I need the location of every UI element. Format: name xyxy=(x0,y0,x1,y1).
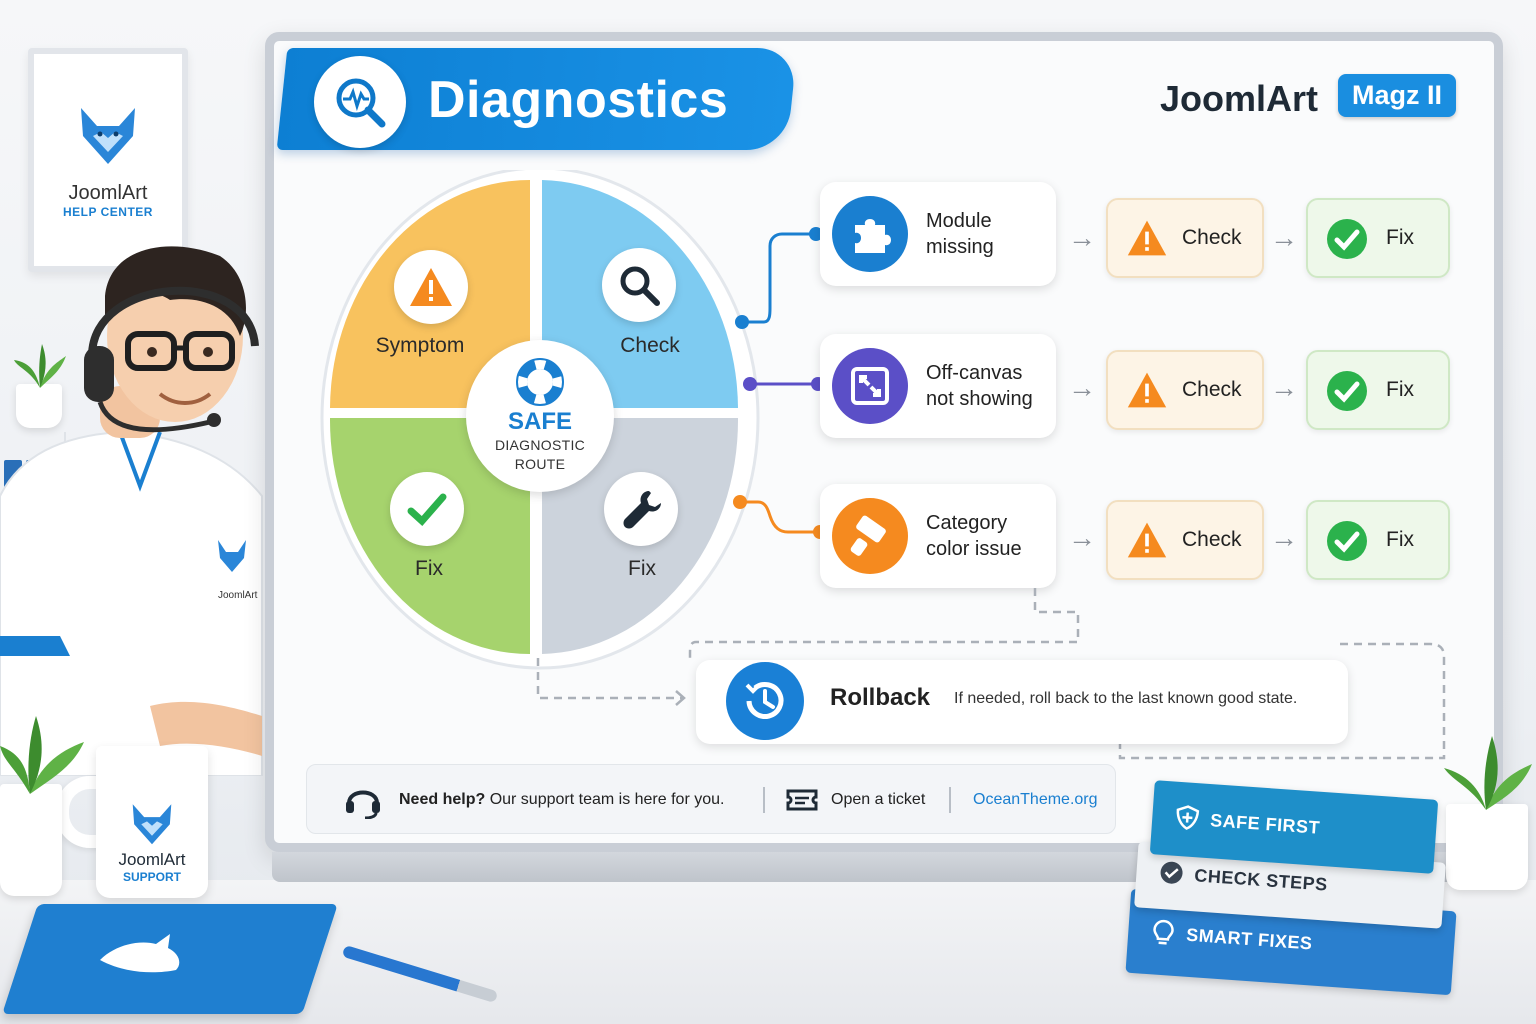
divider xyxy=(949,787,951,813)
checkmark-icon-badge xyxy=(390,472,464,546)
fix-label: Fix xyxy=(1386,378,1414,402)
headset-icon xyxy=(343,781,383,819)
support-mug: JoomlArt SUPPORT xyxy=(96,746,208,898)
book-label: SMART FIXES xyxy=(1185,925,1313,955)
wrench-icon xyxy=(619,487,663,531)
expand-icon xyxy=(847,363,893,409)
history-icon xyxy=(739,675,791,727)
arrow-right-icon: → xyxy=(1068,222,1096,254)
rollback-title: Rollback xyxy=(830,684,930,712)
check-circle-icon xyxy=(1326,370,1368,412)
checkmark-icon xyxy=(405,489,449,529)
arrow-right-icon: → xyxy=(1270,222,1298,254)
plant-icon xyxy=(1440,732,1536,812)
fix-step-card[interactable]: Fix xyxy=(1306,350,1450,430)
search-icon-badge xyxy=(602,248,676,322)
site-link[interactable]: OceanTheme.org xyxy=(973,791,1098,809)
center-line2: ROUTE xyxy=(515,455,566,474)
center-line1: DIAGNOSTIC xyxy=(495,436,585,455)
center-title: SAFE xyxy=(508,408,572,436)
history-icon-badge xyxy=(726,662,804,740)
center-disc: SAFE DIAGNOSTIC ROUTE xyxy=(466,340,614,492)
arrow-right-icon: → xyxy=(1068,522,1096,554)
help-bar: Need help? Our support team is here for … xyxy=(306,764,1116,834)
puzzle-icon xyxy=(847,211,893,257)
warning-icon xyxy=(1126,370,1168,410)
ticket-icon xyxy=(785,787,819,813)
book-label: CHECK STEPS xyxy=(1194,865,1329,895)
book-label: SAFE FIRST xyxy=(1210,810,1321,839)
quadrant-label-fix-right: Fix xyxy=(582,557,702,581)
fox-logo-icon xyxy=(96,930,186,980)
poster-subtitle: HELP CENTER xyxy=(63,205,153,219)
quadrant-label-symptom: Symptom xyxy=(360,334,480,358)
plant-pot-right xyxy=(1446,804,1528,890)
check-circle-icon xyxy=(1158,859,1186,887)
brand-name: JoomlArt xyxy=(1160,78,1318,120)
lifebuoy-icon xyxy=(516,358,564,406)
mug-brand: JoomlArt xyxy=(118,850,185,870)
title-icon-badge xyxy=(314,56,406,148)
check-step-card[interactable]: Check xyxy=(1106,500,1264,580)
help-text: Need help? Our support team is here for … xyxy=(399,791,724,809)
fix-label: Fix xyxy=(1386,226,1414,250)
plant-icon xyxy=(0,706,90,796)
arrow-right-icon: → xyxy=(1270,372,1298,404)
shield-icon xyxy=(1174,804,1202,832)
check-label: Check xyxy=(1182,528,1242,552)
fix-step-card[interactable]: Fix xyxy=(1306,198,1450,278)
check-step-card[interactable]: Check xyxy=(1106,350,1264,430)
plant-pot-front xyxy=(0,784,62,896)
warning-icon xyxy=(408,266,454,308)
shirt-brand: JoomlArt xyxy=(218,590,258,601)
arrow-right-icon: → xyxy=(1068,372,1096,404)
rollback-card[interactable]: Rollback If needed, roll back to the las… xyxy=(696,660,1348,744)
page-title: Diagnostics xyxy=(428,70,728,130)
magnifier-pulse-icon xyxy=(332,74,388,130)
arrow-right-icon: → xyxy=(1270,522,1298,554)
check-label: Check xyxy=(1182,226,1242,250)
warning-icon xyxy=(1126,520,1168,560)
check-step-card[interactable]: Check xyxy=(1106,198,1264,278)
rollback-description: If needed, roll back to the last known g… xyxy=(954,690,1297,708)
search-icon xyxy=(617,263,661,307)
issue-icon-badge xyxy=(832,348,908,424)
divider xyxy=(763,787,765,813)
open-ticket-link[interactable]: Open a ticket xyxy=(831,791,925,809)
check-circle-icon xyxy=(1326,520,1368,562)
quadrant-label-fix-left: Fix xyxy=(369,557,489,581)
warning-icon-badge xyxy=(394,250,468,324)
check-label: Check xyxy=(1182,378,1242,402)
paint-icon xyxy=(847,513,893,559)
support-agent-illustration: JoomlArt xyxy=(0,236,270,776)
brand-badge: Magz II xyxy=(1338,74,1456,117)
fox-logo-icon xyxy=(73,102,143,172)
warning-icon xyxy=(1126,218,1168,258)
issue-icon-badge xyxy=(832,196,908,272)
fox-logo-icon xyxy=(127,800,177,850)
mug-subtitle: SUPPORT xyxy=(123,870,181,884)
quadrant-label-check: Check xyxy=(590,334,710,358)
wrench-icon-badge xyxy=(604,472,678,546)
fix-label: Fix xyxy=(1386,528,1414,552)
poster-brand: JoomlArt xyxy=(69,182,148,205)
lightbulb-icon xyxy=(1150,918,1178,946)
fix-step-card[interactable]: Fix xyxy=(1306,500,1450,580)
issue-icon-badge xyxy=(832,498,908,574)
check-circle-icon xyxy=(1326,218,1368,260)
